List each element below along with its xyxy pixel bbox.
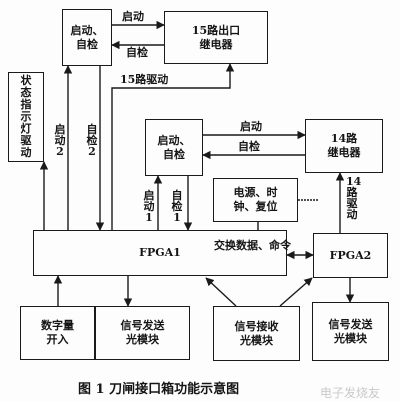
label-start-1-text: 启 动 1 — [143, 189, 155, 224]
label-start-2: 启 动 2 — [54, 124, 66, 157]
label-start-1: 启 动 1 — [143, 190, 155, 223]
label-start-2-text: 启 动 2 — [54, 123, 66, 158]
box-signal-tx-left: 信号发送 光模块 — [95, 306, 190, 360]
watermark: 电子发烧友 — [320, 386, 381, 400]
box-fpga2-text: FPGA2 — [329, 248, 372, 262]
box-startup-check-top-text: 启动、 自检 — [70, 23, 104, 51]
label-check-mid: 自检 — [238, 140, 260, 153]
box-digital-input: 数字量 开入 — [20, 306, 95, 360]
arrow-drive-15 — [111, 63, 235, 230]
box-power-clock-reset: 电源、时 钟、复位 — [213, 178, 298, 222]
arrow-rx-fpga2 — [279, 277, 313, 307]
box-signal-tx-left-text: 信号发送 光模块 — [120, 319, 165, 346]
arrow-rx-fpga1 — [205, 277, 237, 307]
box-status-driver: 状 态 指 示 灯 驱 动 — [8, 72, 44, 162]
label-start-mid: 启动 — [240, 120, 262, 133]
label-check-top: 自检 — [126, 46, 148, 59]
box-digital-input-text: 数字量 开入 — [41, 319, 74, 346]
box-relay-14-text: 14路 继电器 — [327, 132, 361, 159]
box-startup-check-mid: 启动、 自检 — [145, 119, 203, 176]
box-fpga1-text: FPGA1 — [139, 246, 181, 259]
box-signal-tx-right-text: 信号发送 光模块 — [328, 317, 373, 345]
box-startup-check-mid-text: 启动、 自检 — [157, 133, 191, 161]
box-fpga2: FPGA2 — [313, 233, 388, 278]
label-check-1-text: 自 检 1 — [171, 189, 183, 224]
box-relay-15: 15路出口 继电器 — [164, 11, 268, 64]
label-check-2-text: 自 检 2 — [86, 123, 98, 158]
label-check-2: 自 检 2 — [86, 124, 98, 157]
label-check-1: 自 检 1 — [171, 190, 183, 223]
box-relay-14: 14路 继电器 — [305, 119, 383, 173]
label-drive-15: 15路驱动 — [120, 73, 169, 86]
box-status-driver-text: 状 态 指 示 灯 驱 动 — [20, 74, 32, 159]
box-fpga1: FPGA1 — [33, 230, 287, 276]
box-relay-15-text: 15路出口 继电器 — [191, 23, 241, 51]
box-signal-rx: 信号接收 光模块 — [213, 306, 300, 361]
box-signal-tx-right: 信号发送 光模块 — [312, 302, 389, 361]
box-power-clock-reset-text: 电源、时 钟、复位 — [233, 186, 278, 213]
figure-caption: 图 1 刀闸接口箱功能示意图 — [78, 382, 240, 397]
box-signal-rx-text: 信号接收 光模块 — [234, 319, 279, 347]
label-drive-14-text: 14 路 驱 动 — [346, 175, 362, 221]
label-drive-14: 14 路 驱 动 — [346, 175, 362, 221]
label-start-top: 启动 — [122, 10, 144, 23]
label-exchange: 交换数据、命令 — [214, 239, 291, 252]
box-startup-check-top: 启动、 自检 — [62, 9, 112, 66]
